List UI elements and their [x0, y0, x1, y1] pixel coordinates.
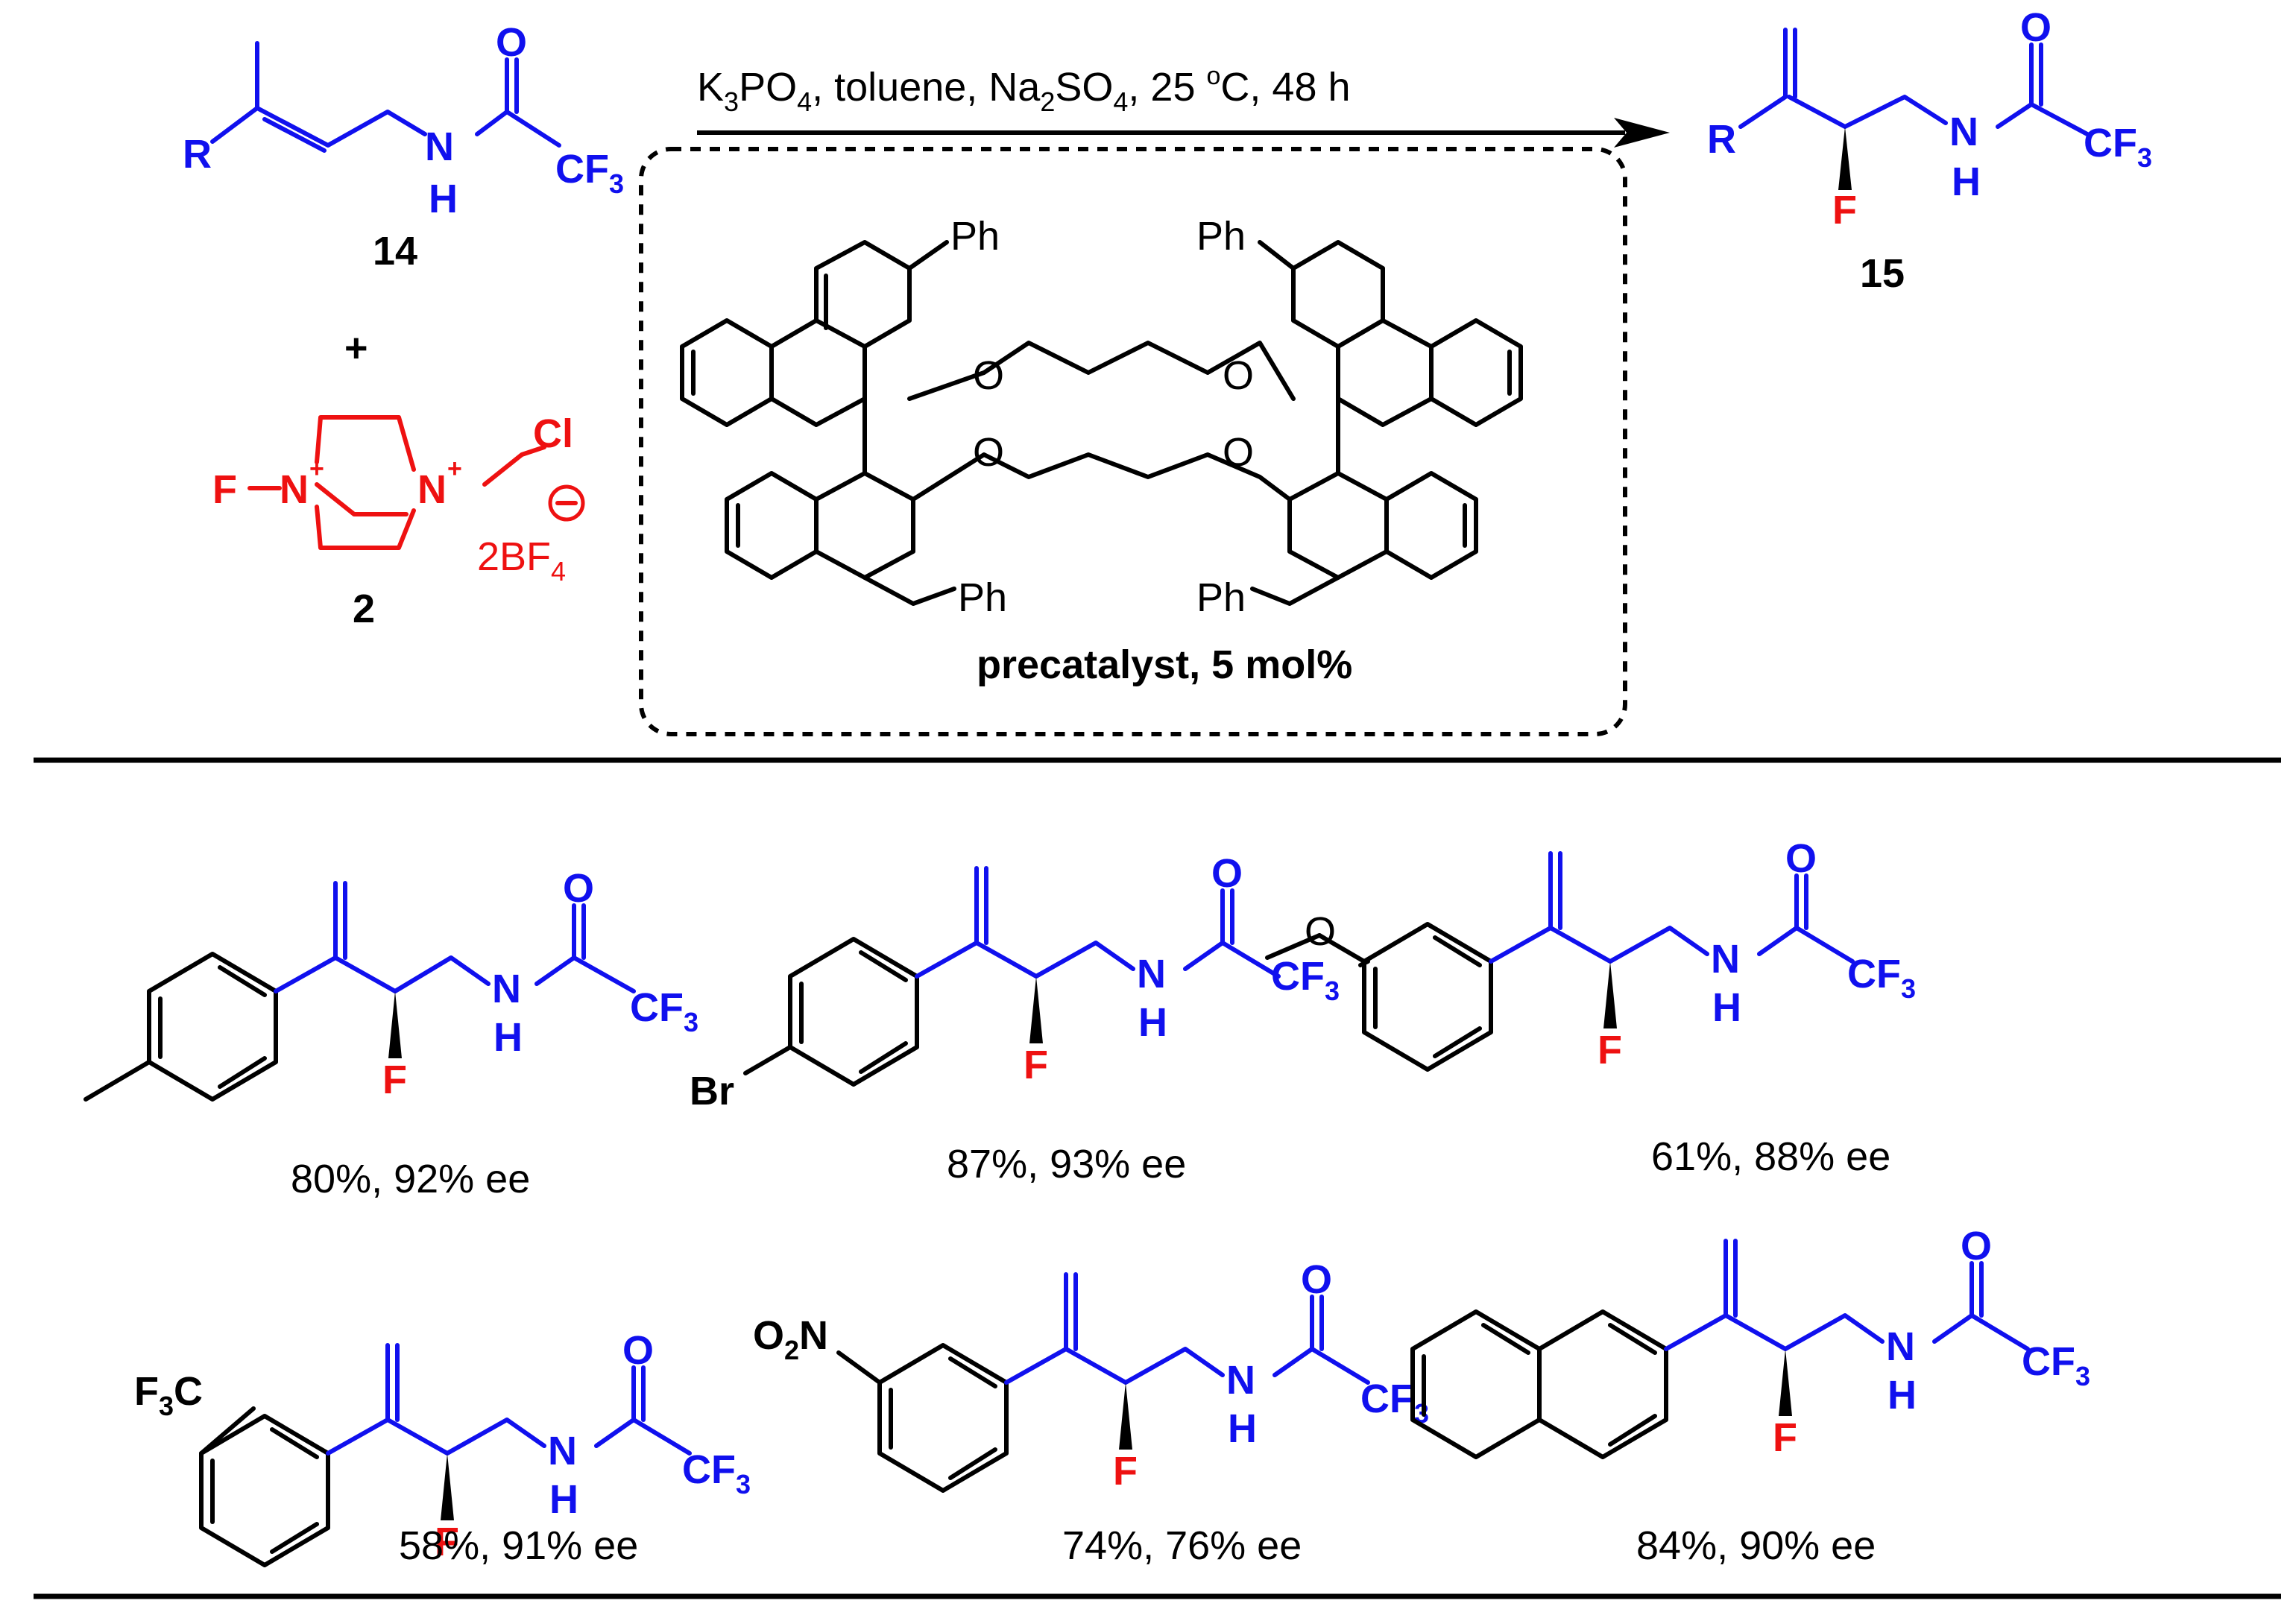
nitrogen-label: N [1226, 1358, 1255, 1403]
amide-h-label: H [1887, 1373, 1917, 1418]
carbonyl-o-label: O [1785, 836, 1817, 881]
amide-h-label: H [493, 1015, 523, 1060]
product-tolyl: F N H O CF3 80%, 92% ee [83, 866, 698, 1201]
yield-label: 74%, 76% ee [1062, 1523, 1302, 1568]
amide-h-label: H [1138, 1000, 1167, 1045]
product-bromophenyl: Br F N H O CF3 87%, 93% ee [690, 851, 1340, 1186]
charge-plus-2: + [447, 455, 462, 483]
reaction-conditions: K3PO4, toluene, Na2SO4, 25 oC, 48 h [697, 62, 1351, 117]
product-15: R F N H O CF3 15 [1707, 5, 2152, 296]
carbonyl-o-label: O [496, 20, 527, 65]
cf3-label: CF3 [555, 147, 624, 199]
fluorine-label: F [1832, 188, 1857, 233]
ether-o-3: O [973, 430, 1004, 475]
cf3-label: CF3 [630, 985, 698, 1037]
fluorine-label: F [382, 1058, 407, 1102]
ammonium-n2-label: N [417, 467, 447, 512]
amide-h-label: H [1228, 1406, 1257, 1451]
charge-plus-1: + [309, 455, 324, 483]
bromine-label: Br [690, 1069, 734, 1113]
substrate-number: 14 [373, 229, 417, 274]
cf3-label: CF3 [1847, 952, 1916, 1004]
cf3-label: CF3 [2084, 121, 2152, 173]
fluorine-label: F [1598, 1028, 1622, 1072]
product-aryloxy: O F N H O CF3 61%, 88% ee [1265, 836, 1916, 1179]
product-naphthyl: F N H O CF3 84%, 90% ee [1410, 1224, 2090, 1568]
ether-o-2: O [1223, 353, 1254, 398]
product-nitrophenyl: O2N F N H O CF3 74%, 76% ee [753, 1257, 1429, 1568]
ether-o-1: O [973, 353, 1004, 398]
product-cf3-phenyl: F3C F N H O CF3 58%, 91% ee [134, 1328, 751, 1568]
nitro-label: O2N [753, 1313, 828, 1365]
precatalyst-structure: O O O O Ph Ph Ph Ph [680, 214, 1523, 620]
plus-sign: + [344, 326, 368, 370]
phenyl-label-4: Ph [1196, 575, 1246, 620]
phenyl-label-2: Ph [1196, 214, 1246, 259]
yield-label: 61%, 88% ee [1651, 1134, 1890, 1179]
yield-label: 80%, 92% ee [291, 1157, 530, 1201]
chlorine-label: Cl [533, 411, 573, 456]
ammonium-n1-label: N [280, 467, 309, 512]
fluorine-label: F [1773, 1415, 1797, 1460]
amide-h-label: H [1712, 985, 1741, 1030]
carbonyl-o-label: O [1961, 1224, 1992, 1268]
reagent-2: F N + N + Cl 2BF4 2 [212, 411, 585, 631]
fluorine-label: F [435, 1520, 459, 1564]
fluorine-label: F [212, 467, 237, 512]
nitrogen-label: N [425, 124, 454, 169]
r-group-label: R [1707, 117, 1736, 162]
nitrogen-label: N [548, 1429, 577, 1473]
r-group-label: R [183, 132, 212, 177]
ether-o-4: O [1223, 430, 1254, 475]
carbonyl-o-label: O [1301, 1257, 1332, 1302]
nitrogen-label: N [1137, 952, 1166, 996]
carbonyl-o-label: O [1211, 851, 1243, 896]
precatalyst-box [639, 147, 1627, 736]
phenyl-label-3: Ph [958, 575, 1007, 620]
fluorine-label: F [1024, 1043, 1048, 1087]
cf3-substituent-label: F3C [134, 1369, 203, 1421]
carbonyl-o-label: O [622, 1328, 654, 1373]
cf3-label: CF3 [682, 1447, 751, 1500]
ether-oxygen-label: O [1305, 909, 1336, 954]
cf3-label: CF3 [1271, 954, 1340, 1006]
nitrogen-label: N [1886, 1324, 1915, 1369]
yield-label: 84%, 90% ee [1636, 1523, 1876, 1568]
carbonyl-o-label: O [563, 866, 594, 911]
fluorine-label: F [1113, 1449, 1138, 1494]
amide-h-label: H [429, 177, 458, 221]
tetrafluoroborate-label: 2BF4 [477, 534, 566, 587]
substrate-14: R N H O CF3 14 [183, 20, 624, 274]
reaction-arrow [697, 118, 1670, 148]
nitrogen-label: N [1711, 937, 1740, 982]
yield-label: 87%, 93% ee [947, 1142, 1186, 1186]
nitrogen-label: N [1949, 110, 1978, 154]
nitrogen-label: N [492, 967, 521, 1011]
cf3-label: CF3 [2022, 1339, 2090, 1391]
precatalyst-caption: precatalyst, 5 mol% [977, 642, 1352, 687]
amide-h-label: H [1952, 159, 1981, 204]
product-number: 15 [1860, 251, 1905, 296]
yield-label: 58%, 91% ee [399, 1523, 638, 1568]
negative-charge-circle [548, 484, 585, 522]
amide-h-label: H [549, 1477, 578, 1522]
phenyl-label-1: Ph [950, 214, 1000, 259]
reagent-number: 2 [353, 587, 375, 631]
carbonyl-o-label: O [2020, 5, 2051, 50]
